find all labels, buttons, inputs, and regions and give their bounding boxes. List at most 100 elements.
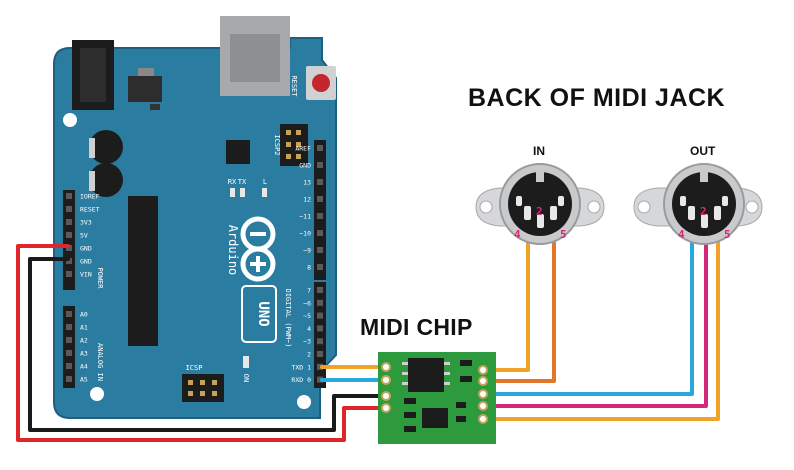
ic-leg [444, 372, 450, 375]
pin-label: 12 [303, 196, 311, 204]
jack-face [508, 172, 572, 236]
icsp-header [182, 374, 224, 402]
capacitor-band [89, 171, 95, 191]
icsp2-label: ICSP2 [273, 134, 281, 155]
jack-pin-terminal [537, 214, 544, 228]
header-pin [66, 363, 72, 369]
pin-label: TXD 1 [291, 363, 311, 371]
pin-label: ~9 [303, 247, 311, 255]
pin-label: 5V [80, 232, 88, 240]
header-pin [296, 154, 301, 159]
jack-out-pin-5: 5 [724, 228, 731, 241]
header-pin [66, 350, 72, 356]
header-pin [66, 376, 72, 382]
header-pin [296, 142, 301, 147]
header-pin [317, 162, 323, 168]
pin-label: A2 [80, 337, 88, 345]
arduino-logo [240, 216, 276, 282]
wire-in-5-orange [482, 230, 556, 383]
header-pin [66, 258, 72, 264]
power-header [63, 190, 75, 290]
header-pin [317, 338, 323, 345]
midi-jack-in: 4 2 5 [475, 163, 605, 245]
arduino-brand-label: Arduino [226, 225, 240, 276]
chip-pad-in-4 [478, 365, 488, 375]
jack-pin-terminal [558, 196, 564, 206]
header-pin [286, 130, 291, 135]
jack-face [672, 172, 736, 236]
midi-chip-board [378, 352, 496, 444]
pin-label: ~6 [303, 299, 311, 307]
chip-pad-out-2 [478, 401, 488, 411]
midi-chip-title: MIDI CHIP [360, 314, 473, 340]
header-pin [66, 311, 72, 317]
jack-in-pin-5: 5 [560, 228, 567, 241]
header-pin [66, 271, 72, 277]
pin-label: GND [299, 162, 311, 170]
ic-leg [402, 372, 408, 375]
jack-pin-terminal [524, 206, 531, 220]
chip-pad-gnd [381, 391, 391, 401]
smd-diode [422, 408, 448, 428]
wire-gnd-black [28, 257, 386, 432]
jack-in-label: IN [533, 144, 545, 158]
header-pin [317, 363, 323, 370]
power-label: POWER [96, 267, 104, 289]
header-pin [317, 351, 323, 357]
pin-label: 2 [307, 351, 311, 359]
header-pin [286, 142, 291, 147]
capacitor [89, 163, 123, 197]
header-pin [66, 232, 72, 238]
chip-pad-out-5 [478, 414, 488, 424]
arduino-board: RESET ICSP2 TX RX L Arduino [53, 16, 337, 419]
pin-label: A3 [80, 350, 88, 358]
header-pin [317, 264, 323, 270]
optocoupler-ic [408, 358, 444, 392]
wires [16, 230, 720, 442]
icsp-label: ICSP [186, 364, 203, 372]
pin-label: GND [80, 245, 92, 253]
led-on [243, 356, 249, 368]
header-pin [317, 299, 323, 306]
jack-pin-terminal [516, 196, 522, 206]
header-pin [317, 179, 323, 185]
pin-label: ~10 [299, 230, 311, 238]
smd-resistor [460, 360, 472, 366]
smd-resistor [460, 376, 472, 382]
jack-screw-hole [479, 200, 493, 214]
header-pin [66, 337, 72, 343]
power-jack-inner [80, 48, 106, 102]
jack-pin-terminal [701, 214, 708, 228]
header-pin [296, 130, 301, 135]
jack-key [700, 172, 708, 182]
on-label: ON [242, 374, 250, 382]
jack-screw-hole [587, 200, 601, 214]
small-component [150, 104, 160, 110]
atmega-chip [128, 196, 158, 346]
mount-hole [90, 387, 104, 401]
ic-leg [444, 382, 450, 385]
header-pin [317, 312, 323, 319]
pin-label: A1 [80, 324, 88, 332]
rx-label: RX [228, 178, 237, 186]
pin-label: 4 [307, 325, 311, 333]
wire-out-5-orange [482, 230, 720, 421]
header-pin [317, 325, 323, 332]
voltage-regulator [128, 76, 162, 102]
jack-out-pin-4: 4 [678, 228, 685, 241]
pin-label: ~11 [299, 213, 311, 221]
pin-label: VIN [80, 271, 92, 279]
wire-out-2-magenta [482, 230, 708, 408]
jack-pin-terminal [722, 196, 728, 206]
digital-label: DIGITAL (PWM~) [284, 288, 292, 347]
pin-label: ~5 [303, 312, 311, 320]
header-pin [317, 213, 323, 219]
reset-button-cap[interactable] [312, 74, 330, 92]
smd-resistor [456, 402, 466, 408]
smd-resistor [404, 426, 416, 432]
smd-resistor [404, 398, 416, 404]
header-pin [200, 380, 205, 385]
mount-hole [297, 395, 311, 409]
analog-header [63, 306, 75, 388]
